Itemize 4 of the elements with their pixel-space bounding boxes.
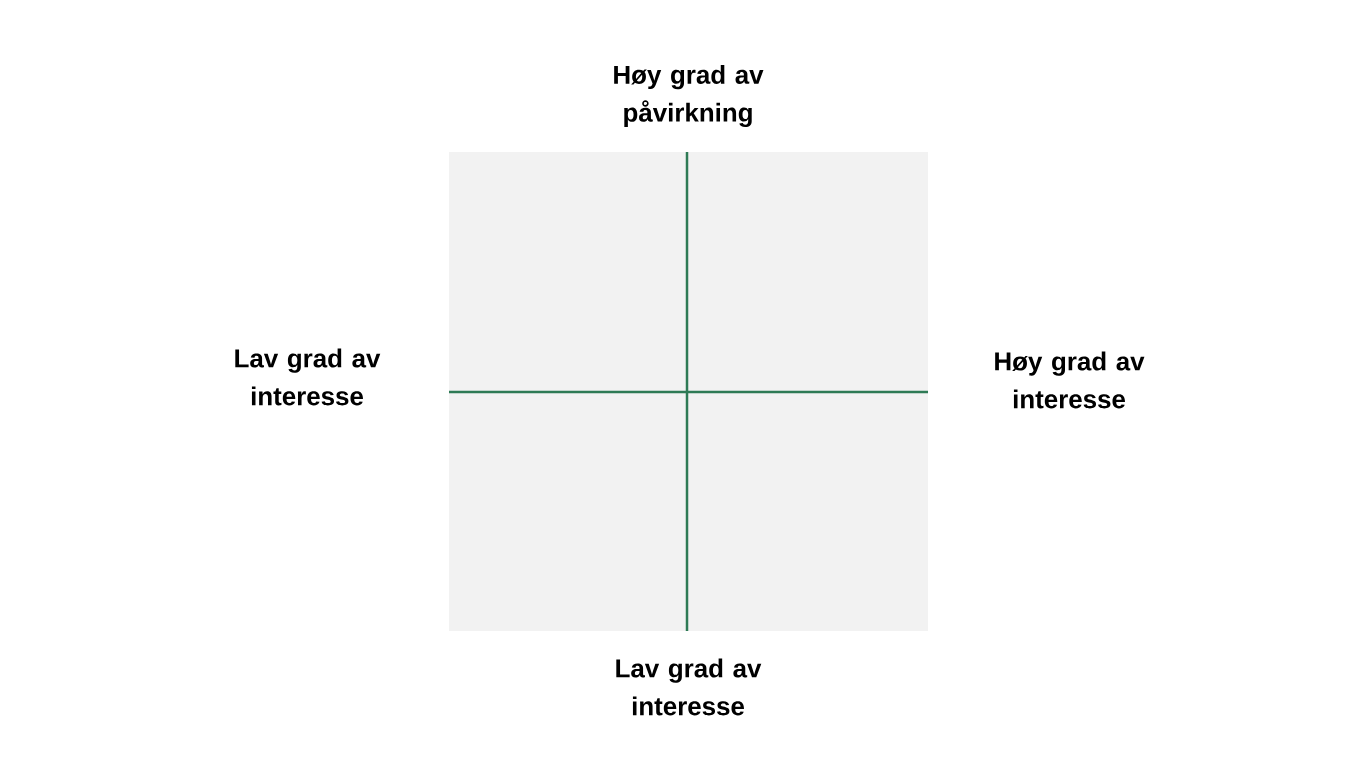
axis-label: Høy grad av påvirkning bbox=[614, 64, 764, 128]
axis-label: Lav grad av interesse bbox=[616, 658, 762, 716]
axis-label: Høy grad av interesse bbox=[995, 351, 1145, 409]
axis-label: Lav grad av interesse bbox=[235, 348, 381, 406]
